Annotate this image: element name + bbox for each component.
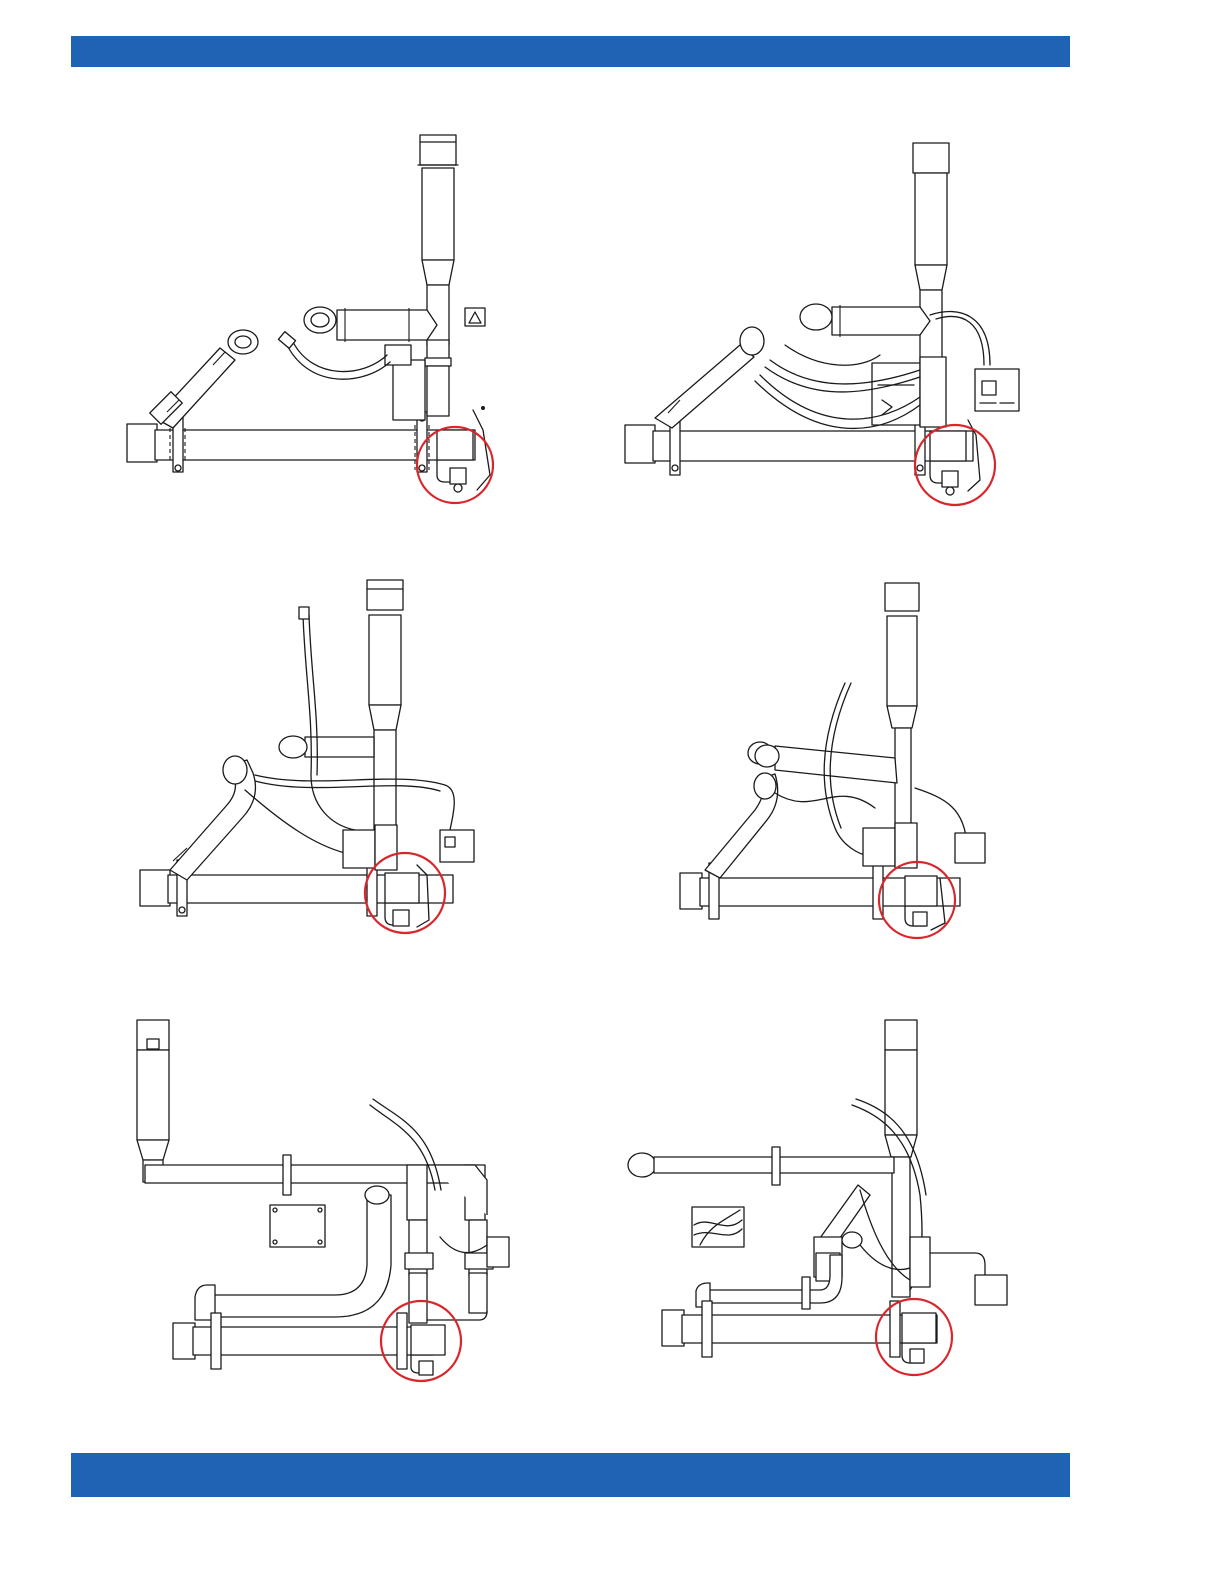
mounting-bracket [955,833,985,863]
vertical-pipe [887,616,917,706]
top-fitting [913,143,949,173]
control-unit [863,828,895,866]
drain-valve [450,468,466,484]
drain-housing [905,876,937,906]
figure-5 [115,1015,515,1385]
pump-body [910,1237,930,1287]
mounting-bracket [975,1275,1007,1305]
figure-6 [620,1015,1040,1385]
drain-housing [385,873,419,903]
vertical-pipe [137,1050,169,1140]
drain-valve [942,471,958,487]
side-branch-pipe [305,737,374,757]
drain-valve [419,1361,433,1375]
header-band [71,36,1070,67]
drain-housing [437,430,473,460]
vertical-pipe [422,168,454,260]
pipe-end-cap [127,424,157,462]
figure-3 [135,575,515,945]
side-branch-pipe [832,307,930,335]
drain-housing [411,1325,445,1355]
drain-valve [913,912,927,926]
figure-4 [675,578,995,943]
elbow-joint [740,327,764,355]
vertical-pipe [915,173,947,265]
figure-1 [115,130,515,515]
side-branch-pipe [775,746,897,783]
flex-hose [287,345,390,379]
footer-band [71,1453,1070,1497]
label-plate [270,1205,325,1247]
top-fitting [885,583,919,611]
vertical-pipe [885,1050,917,1135]
pump-body [920,357,946,427]
angled-pipe [655,345,754,428]
drain-housing [902,1313,936,1343]
pump-body [393,360,425,420]
top-fitting [367,580,403,610]
top-fitting [420,135,456,165]
reducer [422,260,454,285]
side-branch-pipe [337,310,437,340]
drain-valve [393,910,409,926]
figure-2 [620,135,1040,515]
elbow-joint [754,773,776,799]
vertical-pipe [369,615,401,705]
control-unit [343,830,375,868]
drain-housing [930,431,966,461]
elbow-joint [223,756,247,784]
top-fitting [885,1020,917,1050]
drain-valve [910,1349,924,1363]
